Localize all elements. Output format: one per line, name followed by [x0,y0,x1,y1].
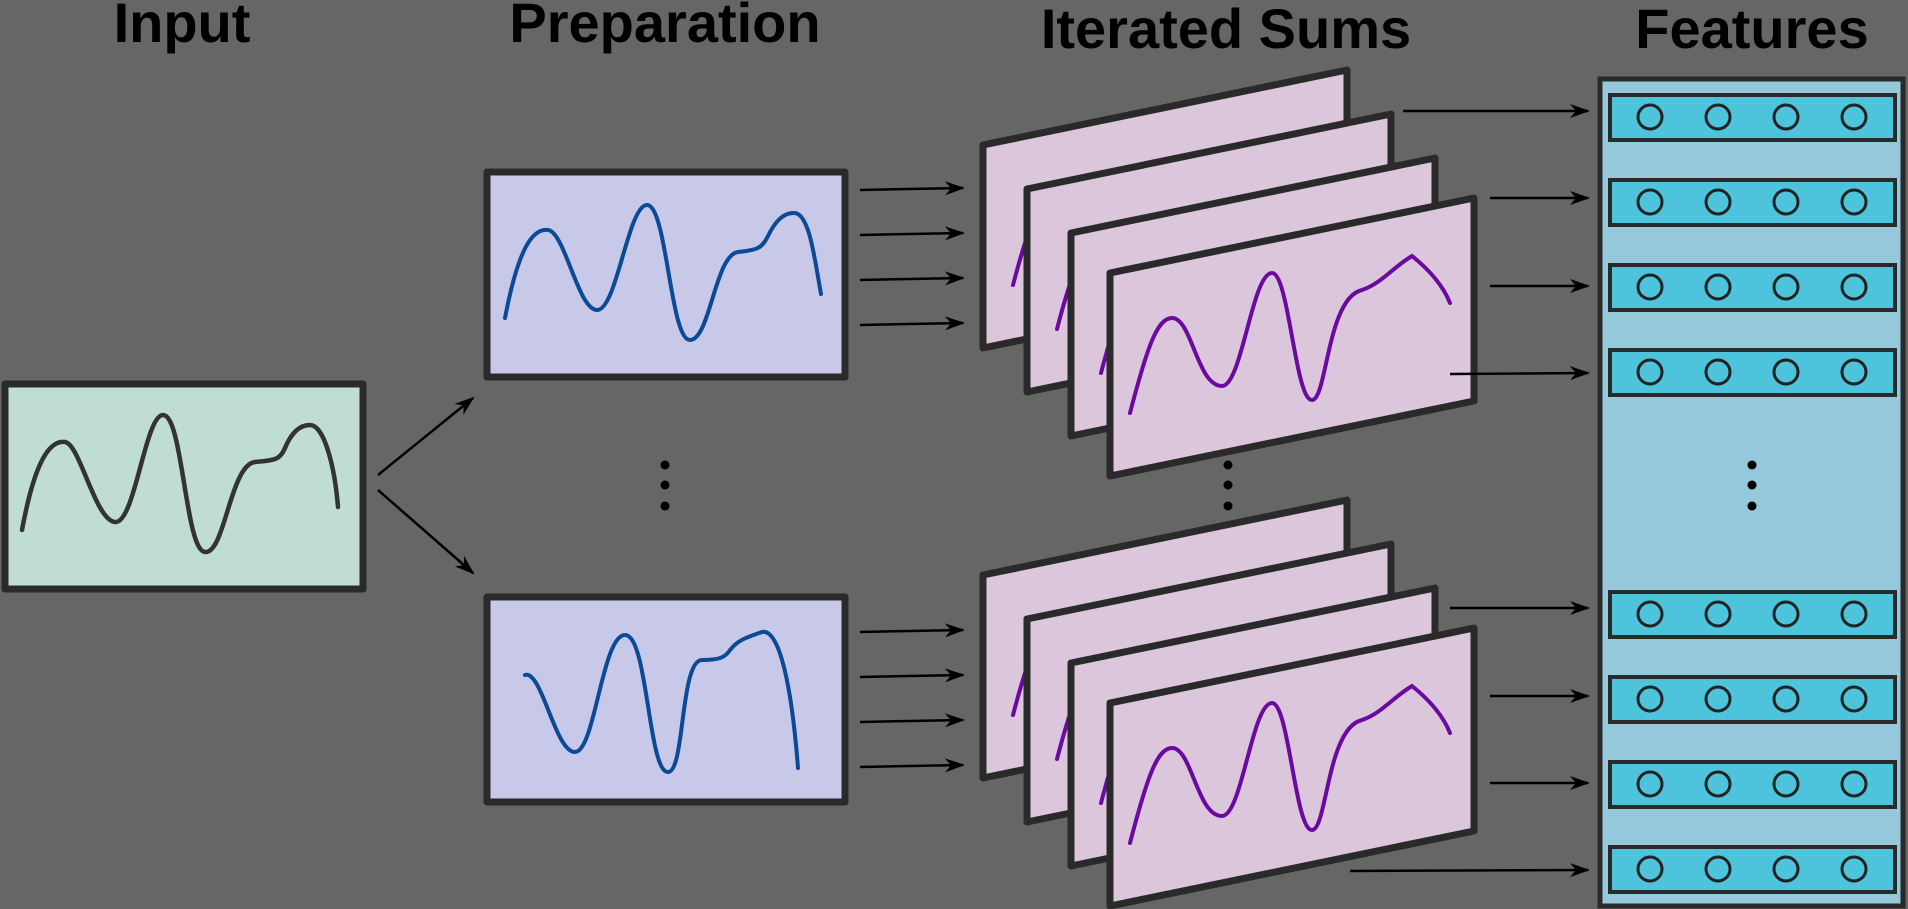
feature-row [1608,93,1897,142]
input-panel [1,380,367,593]
ellipsis-dot [1747,480,1757,490]
arrow [859,181,965,196]
preparation-panel-bottom [483,593,849,806]
preparation-ellipsis [660,460,670,511]
preparation-top-output-arrows [859,181,965,331]
features-column [1597,76,1906,909]
ellipsis-dot [1747,501,1757,511]
preparation-bottom-output-arrows [859,623,965,773]
iterated-sums-stack-bottom [979,496,1478,909]
arrow [859,668,965,683]
features-title: Features [1635,0,1868,60]
input-to-preparation-bottom-arrow [377,489,475,575]
iterated-panel [1106,624,1478,909]
ellipsis-dot [660,460,670,470]
arrow [1349,863,1590,878]
ellipsis-dot [1223,501,1233,511]
iterated-panel [1106,194,1478,480]
iterated-sums-title: Iterated Sums [1041,0,1411,60]
arrow [859,271,965,286]
feature-row [1608,675,1897,724]
preparation-panel-bottom-frame [483,593,849,806]
iterated-to-features-arrows [1349,104,1590,878]
input-title: Input [114,0,251,54]
feature-row [1608,845,1897,894]
preparation-panel-top [483,168,849,381]
ellipsis-dot [660,480,670,490]
preparation-panel-top-frame [483,168,849,381]
feature-row [1608,178,1897,227]
feature-row [1608,760,1897,809]
arrow [859,226,965,241]
features-ellipsis [1747,460,1757,511]
iterated-sums-ellipsis [1223,460,1233,511]
preparation-title: Preparation [509,0,820,54]
arrow [859,758,965,773]
iterated-sums-stack-top [979,66,1478,480]
input-to-preparation-top-arrow [377,396,475,476]
preparation-bottom-curve [523,629,800,775]
feature-row [1608,590,1897,639]
arrow [859,623,965,638]
arrow [859,713,965,728]
ellipsis-dot [1223,480,1233,490]
feature-row [1608,348,1897,397]
ellipsis-dot [660,501,670,511]
arrow [1449,366,1590,381]
feature-row [1608,263,1897,312]
arrow [859,316,965,331]
ellipsis-dot [1223,460,1233,470]
preparation-top-curve [503,202,823,343]
ellipsis-dot [1747,460,1757,470]
input-signal-curve [19,412,341,555]
